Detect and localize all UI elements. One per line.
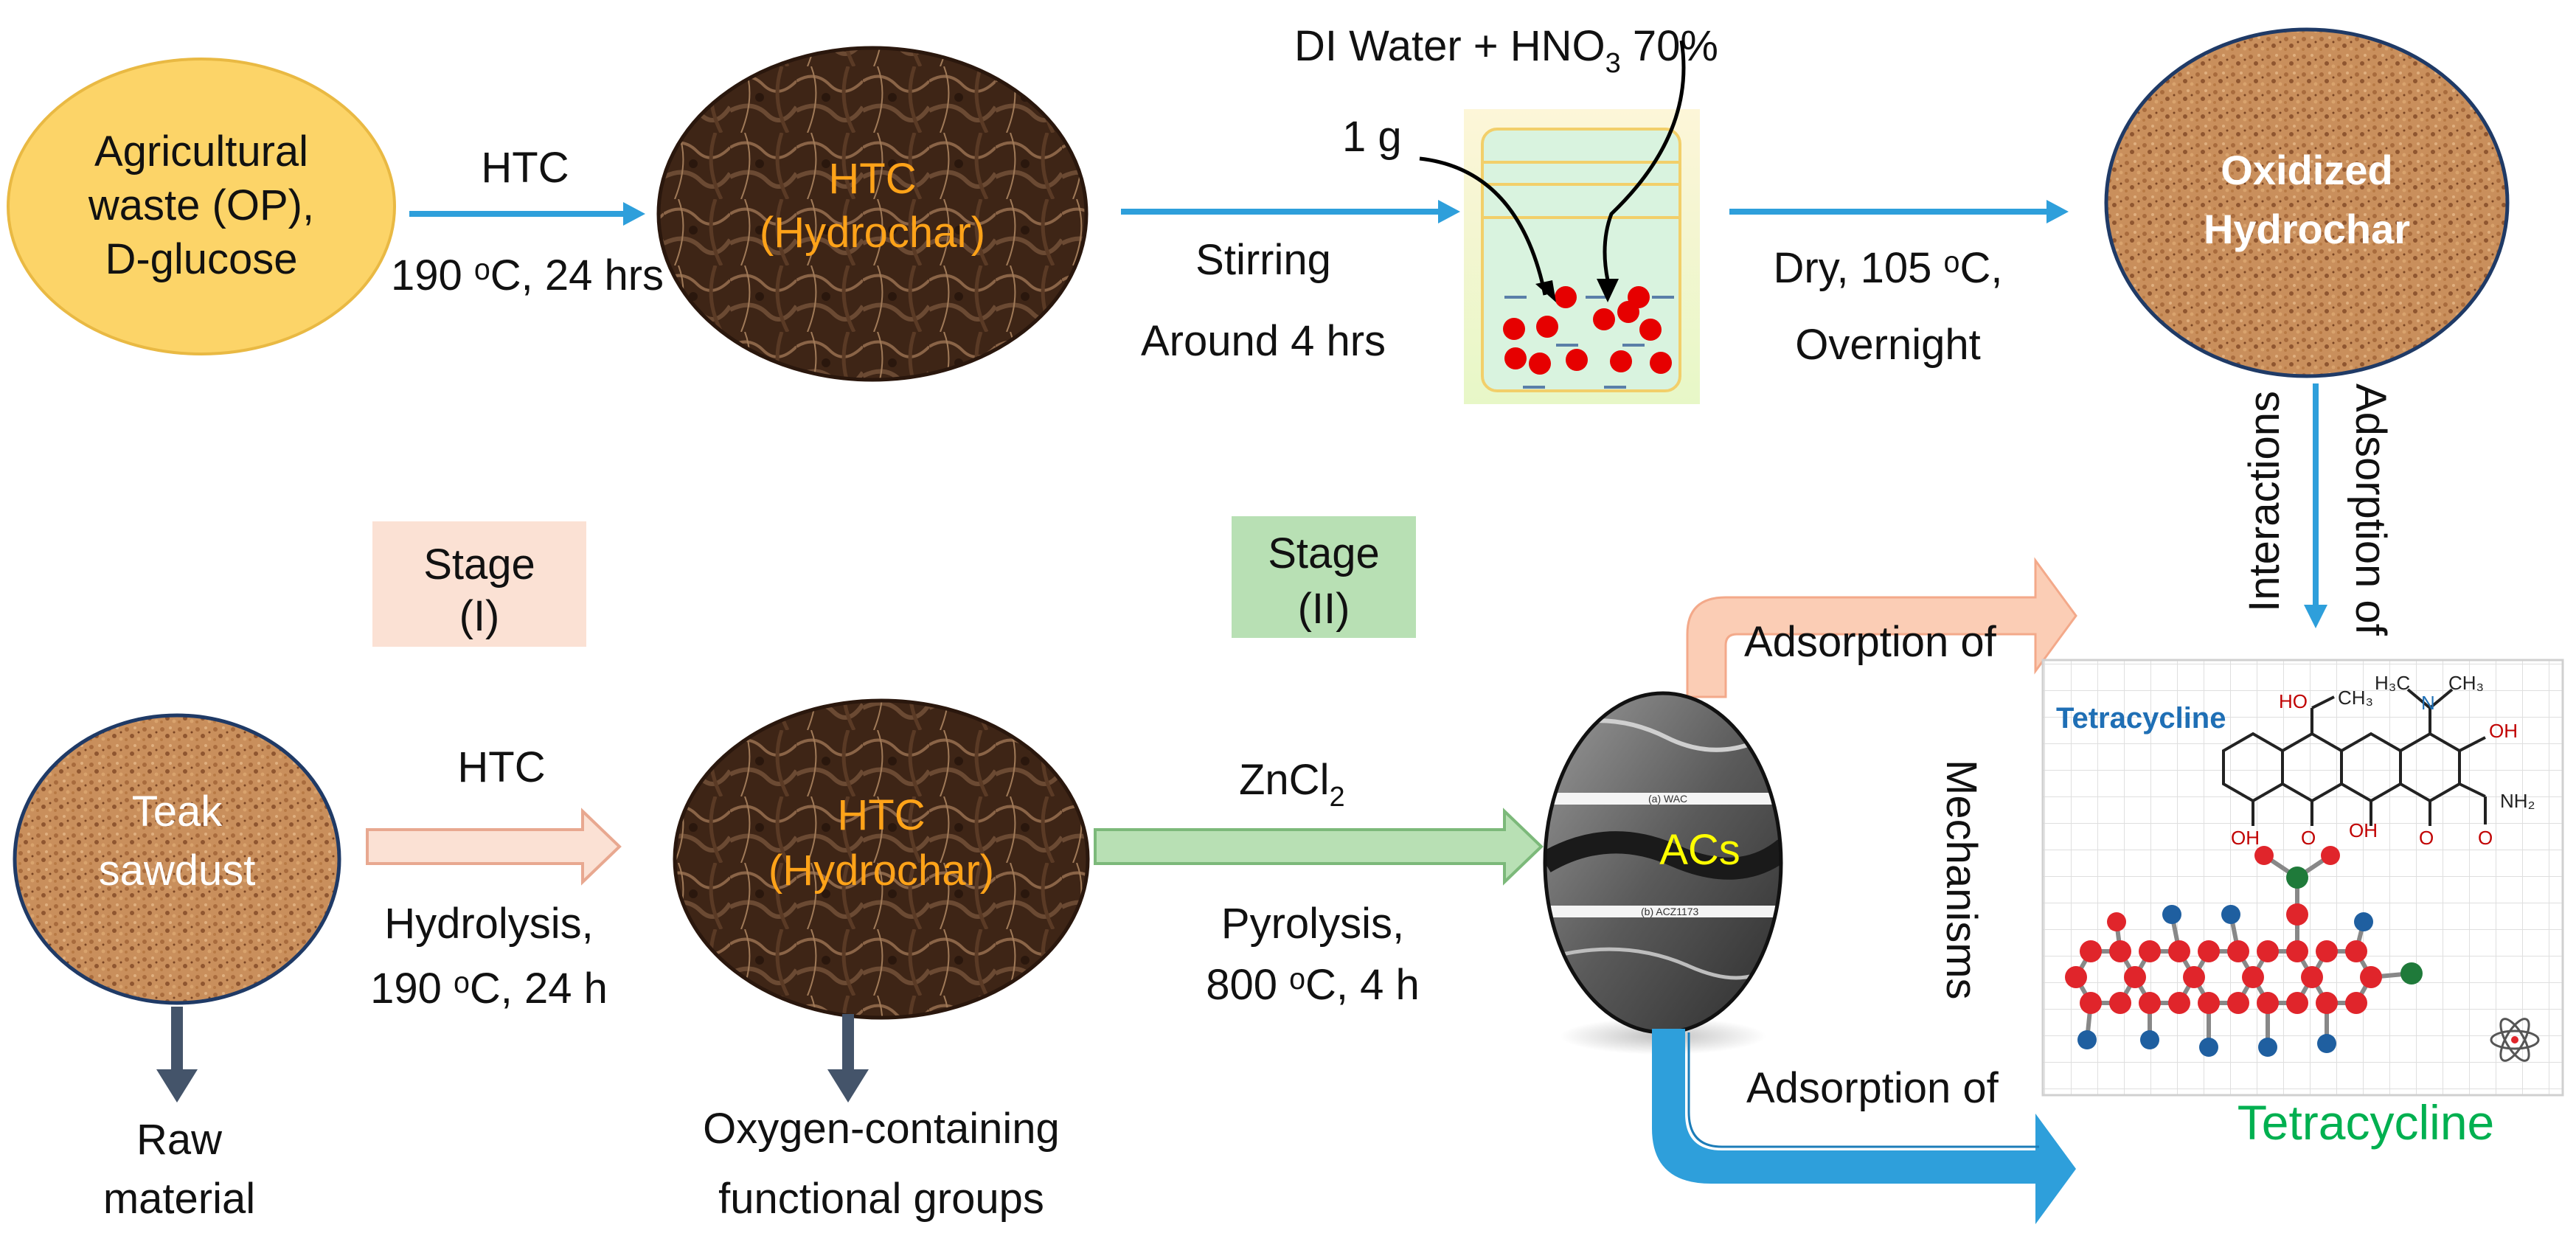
hydrolysis-conditions: 190 ᵒC, 24 h	[370, 965, 608, 1013]
pyrolysis-label: Pyrolysis,	[1221, 900, 1404, 948]
svg-text:OH: OH	[2349, 819, 2378, 841]
arrow-htc-bottom-label: HTC	[457, 743, 545, 791]
hydrochar-node-bottom: HTC (Hydrochar)	[673, 698, 1090, 1020]
svg-text:Stage: Stage	[423, 541, 535, 588]
svg-text:O: O	[2419, 827, 2434, 849]
arrow-zncl2: ZnCl2 Pyrolysis, 800 ᵒC, 4 h	[1094, 756, 1544, 1009]
svg-text:H₃C: H₃C	[2375, 672, 2410, 694]
oxygen-label-1: Oxygen-containing	[703, 1105, 1060, 1153]
oxygen-label-2: functional groups	[718, 1175, 1044, 1223]
beaker	[1419, 40, 1700, 404]
source-label-2: waste (OP),	[88, 181, 314, 229]
arrow-adsorption-lower: Adsorption of	[1652, 1029, 2076, 1224]
arrow-htc-bottom: HTC Hydrolysis, 190 ᵒC, 24 h	[366, 743, 622, 1013]
hydrochar-top-label-1: HTC	[828, 155, 916, 203]
svg-text:(II): (II)	[1298, 585, 1350, 633]
reagent-text: DI Water + HNO3 70%	[1294, 22, 1718, 79]
stirring-label: Stirring	[1195, 236, 1331, 284]
source-label-3: D-glucose	[105, 235, 297, 283]
hydrochar-node-top: HTC (Hydrochar)	[656, 46, 1089, 382]
adsorption-vertical-label: Adsorption of	[2347, 383, 2395, 636]
svg-text:OH: OH	[2231, 827, 2260, 849]
hydrochar-bottom-label-1: HTC	[837, 791, 925, 839]
svg-text:HO: HO	[2279, 690, 2308, 712]
formula-labels: OH O OH O O OH NH₂ HO CH₃ N H₃C CH₃	[2231, 672, 2535, 849]
reagent-label: DI Water + HNO3 70%	[1294, 22, 1718, 79]
source-label-1: Agricultural	[94, 128, 308, 176]
arrow-dry: Dry, 105 ᵒC, Overnight	[1729, 200, 2069, 369]
oxidized-label-2: Hydrochar	[2204, 206, 2410, 252]
svg-text:Stage: Stage	[1268, 529, 1380, 577]
pyrolysis-conditions: 800 ᵒC, 4 h	[1206, 961, 1420, 1009]
acs-sem-node: (a) WAC (b) ACZ1173 (c) CK1073 ACs	[1543, 691, 1783, 1035]
arrow-down-oxygen: Oxygen-containing functional groups	[703, 1014, 1060, 1223]
arrow-stirring: Stirring Around 4 hrs	[1121, 200, 1460, 365]
arrow-htc-label: HTC	[481, 144, 569, 192]
ball-and-stick-model	[2065, 846, 2423, 1057]
svg-text:OH: OH	[2489, 720, 2518, 742]
stage-2-badge: Stage (II)	[1232, 516, 1416, 638]
svg-text:CH₃: CH₃	[2448, 672, 2484, 694]
svg-text:CH₃: CH₃	[2338, 687, 2373, 709]
red-particles	[1503, 286, 1672, 375]
acs-label: ACs	[1659, 826, 1740, 874]
adsorption-upper-label: Adsorption of	[1744, 618, 1997, 666]
sem-label-a: (a) WAC	[1648, 793, 1687, 805]
atom-icon	[2490, 1018, 2540, 1062]
arrow-down-oxidized: Interactions Adsorption of	[2240, 383, 2395, 636]
hydrochar-top-label-2: (Hydrochar)	[760, 209, 985, 257]
svg-text:O: O	[2478, 827, 2493, 849]
sem-label-b: (b) ACZ1173	[1641, 906, 1699, 917]
molecule-title: Tetracycline	[2056, 702, 2226, 735]
stirring-duration: Around 4 hrs	[1141, 317, 1386, 365]
arrow-down-raw: Raw material	[103, 1007, 255, 1223]
arrow-htc-top: HTC 190 ᵒC, 24 hrs	[391, 144, 664, 299]
structural-formula	[2222, 688, 2487, 826]
adsorption-lower-label: Adsorption of	[1746, 1064, 1999, 1112]
stage-1-badge: Stage (I)	[372, 521, 586, 647]
raw-label-2: material	[103, 1175, 255, 1223]
interactions-label: Interactions	[2240, 391, 2288, 612]
svg-text:NH₂: NH₂	[2500, 790, 2535, 812]
mechanisms-label: Mechanisms	[1937, 760, 1985, 1000]
raw-label-1: Raw	[136, 1116, 223, 1164]
arrow-htc-conditions: 190 ᵒC, 24 hrs	[391, 251, 664, 299]
oxidized-label-1: Oxidized	[2221, 147, 2392, 193]
teak-sawdust-node: Teak sawdust	[13, 713, 341, 1005]
oxidized-hydrochar-node: Oxidized Hydrochar	[2104, 27, 2510, 378]
source-node: Agricultural waste (OP), D-glucose	[7, 58, 396, 355]
zncl2-label: ZnCl2	[1239, 756, 1345, 813]
svg-text:(I): (I)	[459, 592, 500, 640]
dry-label: Dry, 105 ᵒC,	[1774, 244, 2003, 292]
mass-label: 1 g	[1342, 113, 1402, 161]
teak-label-1: Teak	[132, 788, 223, 836]
arrow-adsorption-upper: Adsorption of	[1686, 557, 2077, 698]
hydrochar-bottom-label-2: (Hydrochar)	[768, 847, 994, 895]
dry-duration: Overnight	[1795, 321, 1980, 369]
molecule-caption: Tetracycline	[2237, 1095, 2494, 1150]
teak-label-2: sawdust	[99, 847, 256, 895]
svg-text:N: N	[2421, 692, 2435, 714]
tetracycline-panel: Tetracycline OH O OH O O OH NH	[2041, 659, 2564, 1097]
svg-text:O: O	[2301, 827, 2316, 849]
hydrolysis-label: Hydrolysis,	[384, 900, 594, 948]
